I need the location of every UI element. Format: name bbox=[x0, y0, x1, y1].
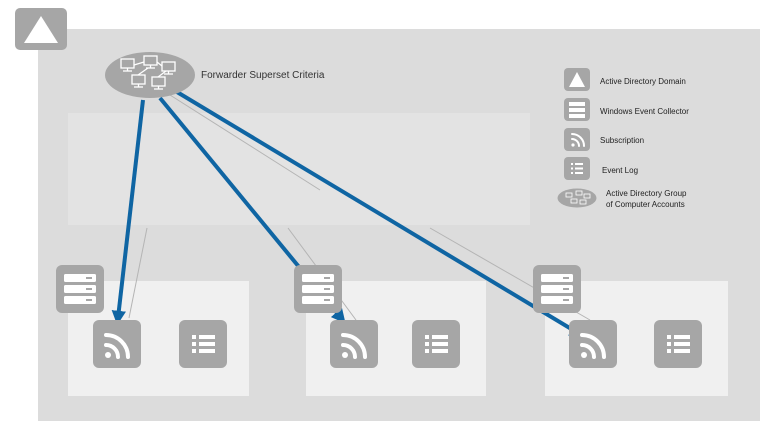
server-3-event-log-icon bbox=[654, 320, 702, 368]
server-1-event-log-icon bbox=[179, 320, 227, 368]
legend-label-event-log: Event Log bbox=[602, 166, 639, 175]
legend-label-collector: Windows Event Collector bbox=[600, 107, 689, 116]
server-3-server-icon bbox=[533, 265, 581, 313]
legend-computer-group-icon bbox=[557, 188, 597, 208]
arrow-to-server-1-subscription bbox=[111, 99, 145, 326]
legend-list-icon bbox=[564, 157, 590, 180]
arrow-to-server-3-subscription bbox=[175, 90, 585, 337]
group-label: Forwarder Superset Criteria bbox=[201, 70, 325, 81]
computer-group-node bbox=[104, 51, 196, 99]
legend-server-icon bbox=[564, 98, 590, 121]
legend-rss-icon bbox=[564, 128, 590, 151]
server-1-server-icon bbox=[56, 265, 104, 313]
computer-group-icon bbox=[105, 52, 195, 98]
legend-triangle-icon bbox=[564, 68, 590, 91]
domain-triangle-icon bbox=[15, 8, 67, 50]
server-3-subscription-icon bbox=[569, 320, 617, 368]
legend-label-subscription: Subscription bbox=[600, 136, 645, 145]
legend-label-group-line2: of Computer Accounts bbox=[606, 200, 685, 209]
server-1-subscription-icon bbox=[93, 320, 141, 368]
server-2-event-log-icon bbox=[412, 320, 460, 368]
legend-label-group-line1: Active Directory Group bbox=[606, 189, 687, 198]
forwarder-area bbox=[68, 113, 530, 225]
server-2-subscription-icon bbox=[330, 320, 378, 368]
legend-label-domain: Active Directory Domain bbox=[600, 77, 686, 86]
server-2-server-icon bbox=[294, 265, 342, 313]
